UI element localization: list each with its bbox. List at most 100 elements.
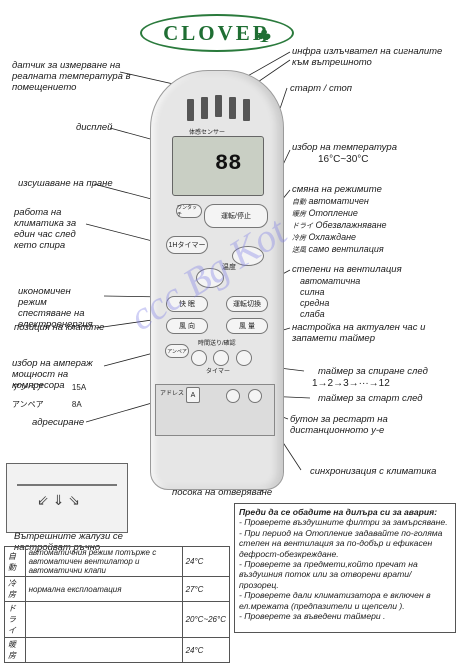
clover-logo: CLOVER ♣ xyxy=(140,14,294,52)
vent-slot xyxy=(201,97,208,119)
temp-down-button[interactable] xyxy=(196,268,224,288)
amp-val-1: 15A xyxy=(71,383,87,392)
mode-cell: 暖房 xyxy=(4,637,26,663)
temp-label: 温度 xyxy=(222,264,236,271)
label-pointing: посока на отверяване xyxy=(172,487,273,498)
timer-off-button[interactable] xyxy=(191,350,207,366)
one-hour-timer-button[interactable]: 1Hタイマー xyxy=(166,236,208,254)
label-temp-select: избор на температура xyxy=(292,142,397,153)
label-display: дисплей xyxy=(76,122,113,133)
mode-icon: 冷房 xyxy=(292,235,306,242)
label-flaps: позиция на клапите xyxy=(14,322,105,333)
desc-cell: автоматичния режим потърже с автоматичен… xyxy=(24,546,183,577)
amp-table: アンペア 15A アンペア 8A xyxy=(12,382,86,410)
logo-text: CLOVER xyxy=(163,20,271,45)
comfort-sleep-button[interactable]: 快 眠 xyxy=(166,296,208,312)
info-item: - Проверете въздушните филтри за замърся… xyxy=(239,517,448,528)
label-timer-off: таймер за спиране след xyxy=(318,366,428,377)
timer-label: タイマー xyxy=(206,369,231,375)
temp-cell: 20°C~26°C xyxy=(181,601,231,638)
troubleshooting-box: Преди да се обадите на дилъра си за авар… xyxy=(234,503,456,633)
label-ir: инфра излъчвател на сигналите към вътреш… xyxy=(292,46,443,68)
desc-cell xyxy=(24,637,183,663)
info-item: - Проверете за въведени таймери . xyxy=(239,611,386,622)
power-button[interactable]: 運転/停止 xyxy=(204,204,268,228)
mode-item: автоматичен xyxy=(308,196,369,206)
label-sync: синхронизация с климатика xyxy=(310,466,437,477)
label-fan-speed: степени на вентилация xyxy=(292,264,402,275)
modes-table: 自動 автоматичния режим потърже с автомати… xyxy=(4,546,231,663)
amperage-button[interactable]: アンペア xyxy=(165,344,189,358)
desc-cell: нормална експлоатация xyxy=(24,576,183,602)
address-label: アドレス xyxy=(160,391,185,397)
fan-speed-button[interactable]: 風 量 xyxy=(226,318,268,334)
label-temp-range: 16°C~30°C xyxy=(318,154,369,165)
clock-button[interactable] xyxy=(236,350,252,366)
fan-level-mid: средна xyxy=(300,298,330,308)
desc-cell xyxy=(24,601,183,638)
indoor-unit-illustration: ⇙ ⇓ ⇘ xyxy=(6,463,128,533)
sensor-caption: 体感センサー xyxy=(189,130,226,136)
label-address: адресиране xyxy=(32,417,85,428)
info-item: - Проверете за предмети,който пречат на … xyxy=(239,559,418,590)
label-start-stop: старт / стоп xyxy=(290,83,353,94)
mode-icon: 自動 xyxy=(292,199,306,206)
mode-icon: 送風 xyxy=(292,247,306,254)
label-eco: икономичен режим спестяване на електроен… xyxy=(18,286,93,330)
mode-item: Отопление xyxy=(308,208,358,218)
label-mode-change: смяна на режимите xyxy=(292,184,382,195)
temp-up-button[interactable] xyxy=(232,246,264,266)
vent-slot xyxy=(215,95,222,117)
mode-cell: 冷房 xyxy=(4,576,26,602)
temp-cell: 27°C xyxy=(181,576,231,602)
sync-button[interactable] xyxy=(248,389,262,403)
clock-button-label: 時間送り/確認 xyxy=(198,341,236,347)
display-digits: 88 xyxy=(215,151,242,176)
mode-icon: 暖房 xyxy=(292,211,306,218)
amp-label-2: アンペア xyxy=(12,400,44,409)
mode-cell: ドライ xyxy=(4,601,26,638)
mode-item: Охлаждане xyxy=(308,232,357,242)
info-title: Преди да се обадите на дилъра си за авар… xyxy=(239,507,438,517)
vent-slot xyxy=(243,99,250,121)
label-dry: изсушаване на пране xyxy=(18,178,113,189)
label-sensor: датчик за измерване на реалната температ… xyxy=(12,60,131,93)
mode-item: Обезвлажняване xyxy=(315,220,387,230)
vent-slot xyxy=(187,99,194,121)
direction-button[interactable]: 風 向 xyxy=(166,318,208,334)
fan-level-low: слаба xyxy=(300,309,325,319)
label-one-hour: работа на климатика за един час след кет… xyxy=(14,207,77,251)
mode-cell: 自動 xyxy=(4,546,26,577)
mode-icon: ドライ xyxy=(292,223,313,230)
label-clock: настройка на актуален час и запамети тай… xyxy=(292,322,426,344)
amp-val-2: 8A xyxy=(71,400,82,409)
label-timer-on: таймер за старт след xyxy=(318,393,423,404)
table-row: 暖房 24°C xyxy=(4,637,231,663)
info-item: - Проверете дали климатизатора е включен… xyxy=(239,590,431,611)
clover-leaf-icon: ♣ xyxy=(257,23,274,47)
table-row: 自動 автоматичния режим потърже с автомати… xyxy=(4,546,231,577)
fan-level-high: силна xyxy=(300,287,325,297)
lower-panel: アドレス A xyxy=(155,384,275,436)
fan-level-auto: автоматична xyxy=(300,276,361,286)
fan-levels-list: автоматична силна средна слаба xyxy=(300,276,360,320)
lcd-display: 88 xyxy=(172,136,264,196)
vent-slot xyxy=(229,97,236,119)
table-row: ドライ 20°C~26°C xyxy=(4,601,231,638)
mode-change-button[interactable]: 運転切換 xyxy=(226,296,268,312)
mode-item: само вентилация xyxy=(308,244,384,254)
temp-cell: 24°C xyxy=(181,546,231,577)
timer-on-button[interactable] xyxy=(213,350,229,366)
table-row: 冷房 нормална експлоатация 27°C xyxy=(4,576,231,602)
airflow-arrows-icon: ⇙ ⇓ ⇘ xyxy=(37,492,80,508)
label-reset: бутон за рестарт на дистанционното у-е xyxy=(290,414,388,436)
temp-cell: 24°C xyxy=(181,637,231,663)
one-touch-button[interactable]: ワンタッチ xyxy=(176,204,202,218)
address-a-button[interactable]: A xyxy=(186,387,200,403)
modes-list: 自動 автоматичен 暖房 Отопление ドライ Обезвлаж… xyxy=(292,196,387,256)
timer-sequence: 1→2→3→···→12 xyxy=(312,378,390,389)
label-amperage: избор на ампераж мощност на компресора xyxy=(12,358,93,391)
unit-grille xyxy=(17,474,117,486)
reset-button[interactable] xyxy=(226,389,240,403)
info-item: - При период на Отопление задавайте по-г… xyxy=(239,527,443,559)
